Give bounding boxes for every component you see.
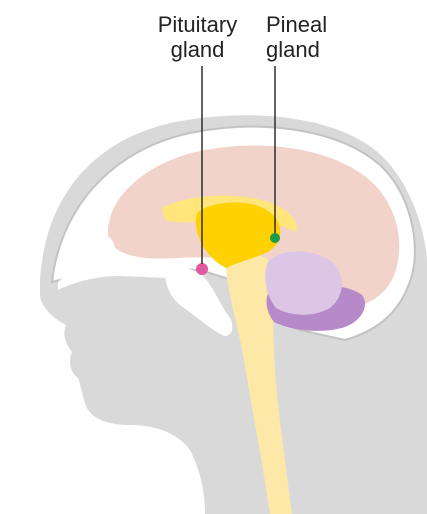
pituitary-label-line2: gland: [145, 37, 250, 62]
pineal-label-line1: Pineal: [266, 12, 376, 37]
pituitary-label-line1: Pituitary: [145, 12, 250, 37]
pituitary-gland-label: Pituitary gland: [145, 12, 250, 62]
pituitary-gland: [196, 263, 208, 275]
pineal-gland: [270, 233, 280, 243]
pineal-gland-label: Pineal gland: [266, 12, 376, 62]
cerebellum: [265, 252, 342, 315]
pineal-label-line2: gland: [266, 37, 376, 62]
